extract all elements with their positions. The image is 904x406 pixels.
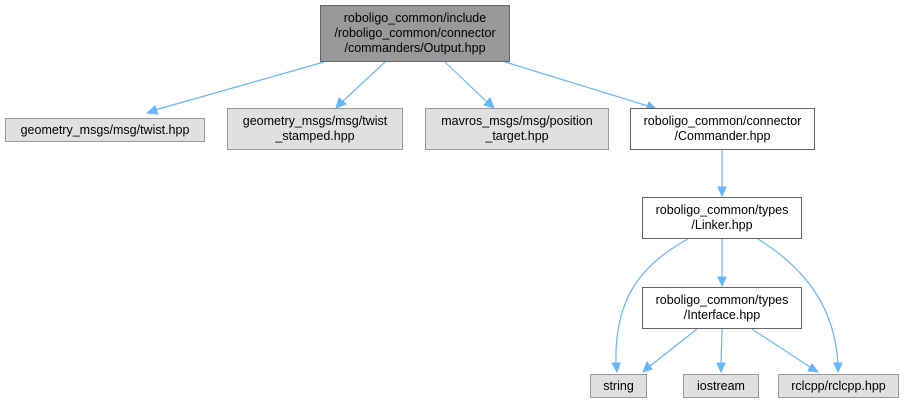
node-string[interactable]: string	[590, 374, 647, 398]
arrowhead-iostream	[716, 362, 726, 374]
arrowhead-string-from-interface	[642, 360, 653, 373]
node-label-line: /Linker.hpp	[691, 218, 753, 232]
node-label-line: /roboligo_common/connector	[334, 26, 496, 40]
node-label-line: roboligo_common/include	[343, 11, 487, 25]
node-label-line: roboligo_common/connector	[643, 114, 802, 128]
edge-output-to-twist	[154, 61, 325, 111]
edge-interface-to-rclcpp	[751, 328, 811, 368]
edge-linker-to-rclcpp	[757, 238, 839, 365]
node-position-target-hpp[interactable]: mavros_msgs/msg/position _target.hpp	[425, 108, 609, 150]
node-output-hpp[interactable]: roboligo_common/include /roboligo_common…	[320, 5, 510, 62]
node-label-line: string	[603, 378, 634, 393]
arrowhead-interface	[717, 276, 727, 288]
node-label-line: /Commander.hpp	[674, 129, 771, 143]
node-label-line: roboligo_common/types	[655, 293, 789, 307]
node-label-line: roboligo_common/types	[655, 203, 789, 217]
node-label-line: mavros_msgs/msg/position	[441, 114, 593, 128]
node-label-line: _target.hpp	[485, 129, 549, 143]
node-label-line: iostream	[697, 378, 745, 393]
node-interface-hpp[interactable]: roboligo_common/types /Interface.hpp	[642, 287, 802, 329]
arrowhead-position-target	[483, 97, 495, 109]
node-iostream[interactable]: iostream	[683, 374, 759, 398]
edge-output-to-commander	[504, 61, 649, 107]
arrowhead-twist-stamped	[335, 97, 347, 109]
node-label-line: geometry_msgs/msg/twist	[242, 114, 388, 128]
node-label-line: /commanders/Output.hpp	[344, 41, 486, 55]
arrowhead-rclcpp-from-interface	[807, 363, 820, 373]
node-twist-stamped-hpp[interactable]: geometry_msgs/msg/twist _stamped.hpp	[227, 108, 403, 150]
node-label-line: geometry_msgs/msg/twist.hpp	[20, 122, 190, 137]
arrowhead-rclcpp-from-linker	[833, 362, 843, 374]
node-twist-hpp[interactable]: geometry_msgs/msg/twist.hpp	[5, 118, 205, 142]
arrowhead-linker	[717, 186, 727, 198]
edge-interface-to-string	[649, 328, 698, 367]
arrowhead-string-from-linker	[611, 362, 621, 374]
edge-linker-to-string	[615, 238, 689, 365]
node-rclcpp-hpp[interactable]: rclcpp/rclcpp.hpp	[778, 374, 899, 398]
edge-output-to-position-target	[444, 61, 488, 103]
node-label-line: _stamped.hpp	[275, 129, 355, 143]
arrowhead-twist	[145, 105, 159, 115]
edge-interface-to-iostream	[720, 328, 723, 365]
node-linker-hpp[interactable]: roboligo_common/types /Linker.hpp	[642, 197, 802, 239]
edge-output-to-twist-stamped	[341, 61, 386, 103]
node-label-line: /Interface.hpp	[683, 308, 761, 322]
node-commander-hpp[interactable]: roboligo_common/connector /Commander.hpp	[630, 108, 815, 150]
node-label-line: rclcpp/rclcpp.hpp	[791, 378, 886, 393]
